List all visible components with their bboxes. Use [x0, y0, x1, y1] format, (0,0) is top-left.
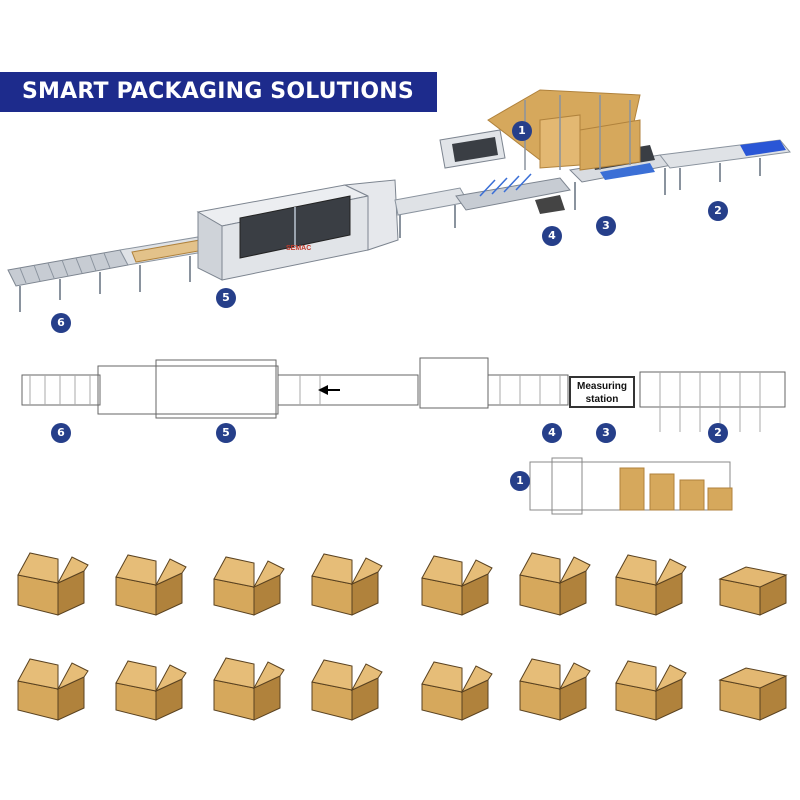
- plan-view-diagram: [21, 357, 786, 432]
- feeder-station-4: [455, 173, 571, 214]
- badge-iso-1: 1: [512, 121, 532, 141]
- closed-box-icon: [718, 566, 788, 616]
- badge-iso-4: 4: [542, 226, 562, 246]
- title-banner: SMART PACKAGING SOLUTIONS: [0, 72, 440, 112]
- badge-plan-1: 1: [510, 471, 530, 491]
- folding-box-icon: [615, 554, 687, 616]
- folding-box-icon: [519, 658, 591, 721]
- open-box-icon: [213, 657, 285, 721]
- badge-plan-6: 6: [51, 423, 71, 443]
- box-magazine-1: [439, 89, 641, 171]
- badge-iso-3: 3: [596, 216, 616, 236]
- folding-box-icon: [519, 552, 591, 616]
- badge-plan-4: 4: [542, 423, 562, 443]
- brand-logo: SEMAC: [286, 245, 311, 252]
- tray-box-icon: [421, 661, 493, 721]
- badge-plan-3: 3: [596, 423, 616, 443]
- badge-plan-5: 5: [216, 423, 236, 443]
- lid-box-icon: [311, 659, 383, 721]
- open-box-icon: [115, 660, 187, 721]
- folding-box-icon: [615, 660, 687, 721]
- badge-iso-6: 6: [51, 313, 71, 333]
- open-box-icon: [17, 552, 89, 616]
- roller-conveyor-6: [7, 249, 129, 312]
- tray-box-icon: [421, 555, 493, 616]
- closed-box-icon: [718, 667, 788, 721]
- badge-iso-2: 2: [708, 201, 728, 221]
- wrap-box-icon: [17, 658, 89, 721]
- measuring-station-label: Measuring station: [569, 376, 635, 408]
- flow-arrow: [318, 385, 340, 395]
- flat-lid-box-icon: [311, 553, 383, 616]
- packaging-machine-5: SEMAC: [196, 179, 399, 281]
- magazine-plan-view: [529, 457, 733, 515]
- conveyor-2: [659, 139, 791, 190]
- badge-iso-5: 5: [216, 288, 236, 308]
- flap-box-icon: [213, 556, 285, 616]
- badge-plan-2: 2: [708, 423, 728, 443]
- open-box-icon: [115, 554, 187, 616]
